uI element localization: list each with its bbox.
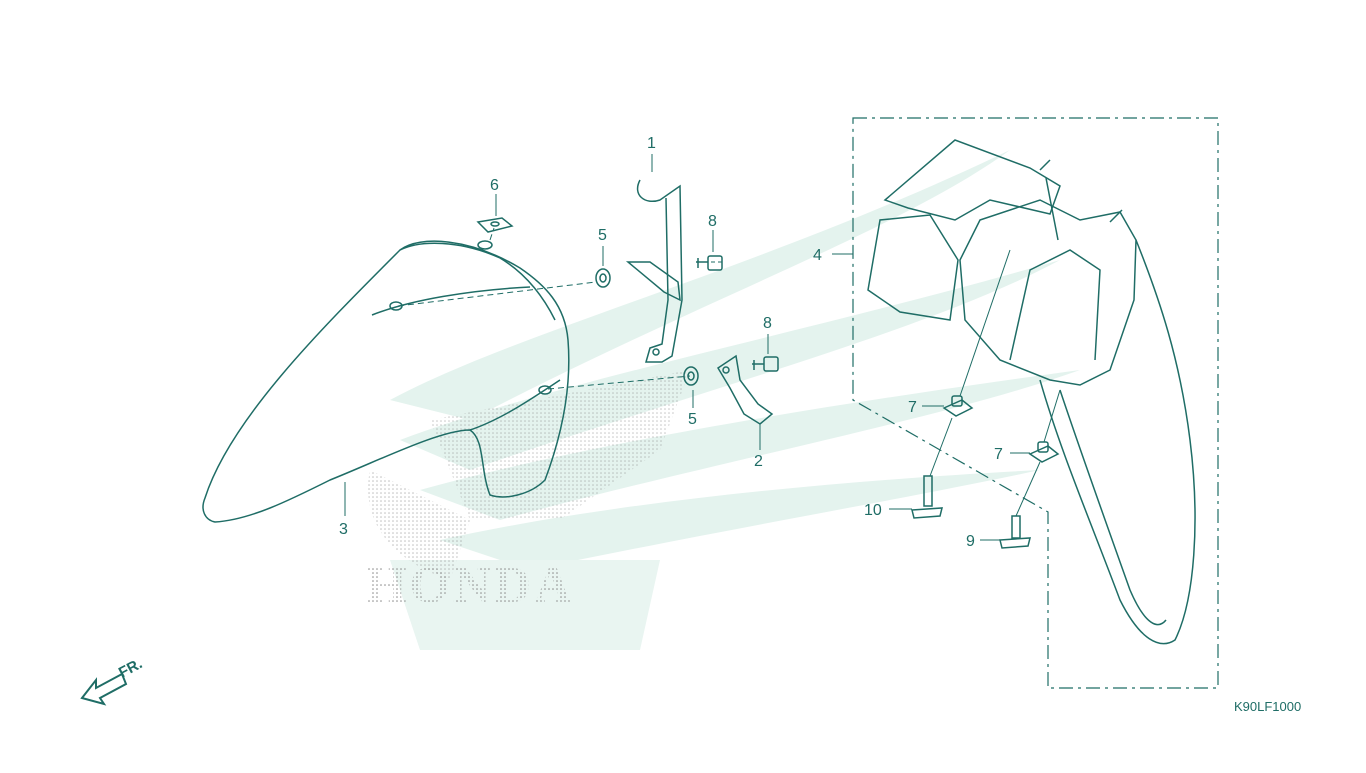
collar-part-5-lower xyxy=(683,366,699,386)
callout-leaders xyxy=(344,154,1030,541)
nut-part-7-lower xyxy=(1028,441,1060,463)
callout-4: 4 xyxy=(813,247,822,264)
inner-fender-assembly xyxy=(867,139,1196,645)
honda-watermark-text: HONDA xyxy=(366,557,575,614)
callout-7-lower: 7 xyxy=(994,446,1003,463)
assembly-box-part-4 xyxy=(852,117,1219,689)
callout-5-lower: 5 xyxy=(688,411,697,428)
clip-nut-part-6 xyxy=(476,217,514,233)
nut-part-7-upper xyxy=(942,395,974,417)
callout-3: 3 xyxy=(339,521,348,538)
callout-9: 9 xyxy=(966,533,975,550)
front-direction-arrow xyxy=(80,672,128,706)
bolt-part-8-upper xyxy=(696,255,723,271)
callout-7-upper: 7 xyxy=(908,399,917,416)
callout-8-upper: 8 xyxy=(708,213,717,230)
bolt-part-8-lower xyxy=(752,356,779,372)
collar-part-5-upper xyxy=(595,268,611,288)
screw-leader-lines xyxy=(929,249,1061,517)
callout-1: 1 xyxy=(647,135,656,152)
bracket-part-1 xyxy=(625,179,683,363)
callout-6: 6 xyxy=(490,177,499,194)
callout-5-upper: 5 xyxy=(598,227,607,244)
callout-2: 2 xyxy=(754,453,763,470)
shadow-stipple xyxy=(430,370,690,520)
screw-part-9 xyxy=(999,515,1031,549)
callout-8-lower: 8 xyxy=(763,315,772,332)
screw-part-10 xyxy=(911,475,943,519)
cable-guide-part-2 xyxy=(716,354,774,425)
callout-10: 10 xyxy=(864,502,882,519)
diagram-code: K90LF1000 xyxy=(1234,699,1301,714)
